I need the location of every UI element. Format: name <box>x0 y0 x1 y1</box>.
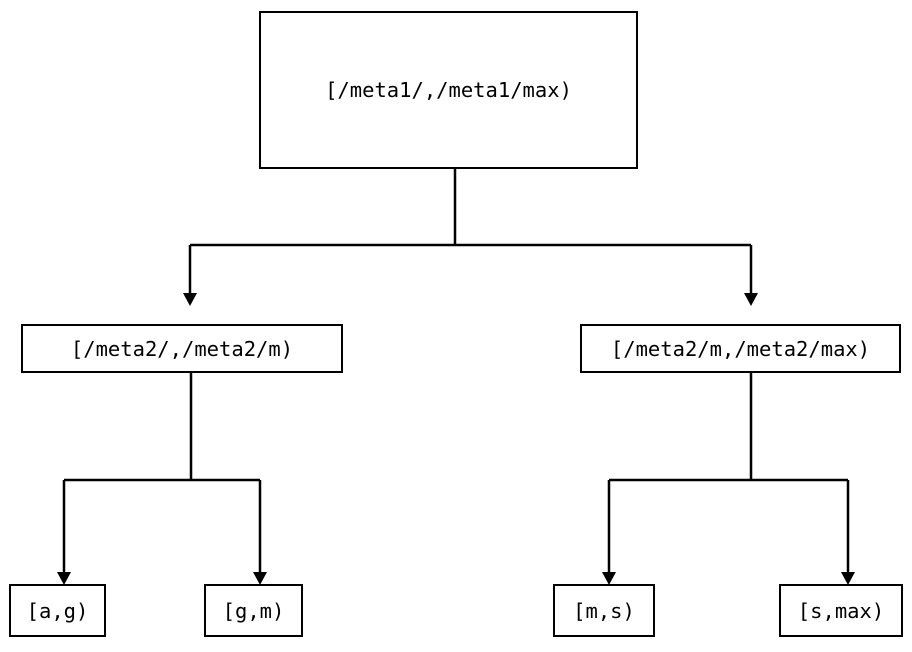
arrowhead-to-mid-left <box>183 293 197 306</box>
node-leaf-gm[interactable]: [g,m) <box>204 584 303 637</box>
node-mid-right[interactable]: [/meta2/m,/meta2/max) <box>580 324 901 373</box>
node-mid-left[interactable]: [/meta2/,/meta2/m) <box>21 324 343 373</box>
arrowhead-to-leaf-gm <box>253 572 267 585</box>
node-root-label: [/meta1/,/meta1/max) <box>325 78 572 102</box>
node-leaf-ag[interactable]: [a,g) <box>9 584 106 637</box>
arrowhead-to-leaf-ms <box>602 572 616 585</box>
arrowhead-to-leaf-smax <box>841 572 855 585</box>
node-mid-right-label: [/meta2/m,/meta2/max) <box>610 336 871 361</box>
node-mid-left-label: [/meta2/,/meta2/m) <box>70 336 294 361</box>
arrowhead-to-leaf-ag <box>57 572 71 585</box>
node-leaf-smax[interactable]: [s,max) <box>779 584 903 637</box>
node-root[interactable]: [/meta1/,/meta1/max) <box>259 11 638 169</box>
node-leaf-ag-label: [a,g) <box>26 598 89 623</box>
node-leaf-gm-label: [g,m) <box>222 598 285 623</box>
node-leaf-smax-label: [s,max) <box>797 598 885 623</box>
arrowhead-to-mid-right <box>744 293 758 306</box>
node-leaf-ms-label: [m,s) <box>573 598 635 623</box>
node-leaf-ms[interactable]: [m,s) <box>553 584 655 637</box>
